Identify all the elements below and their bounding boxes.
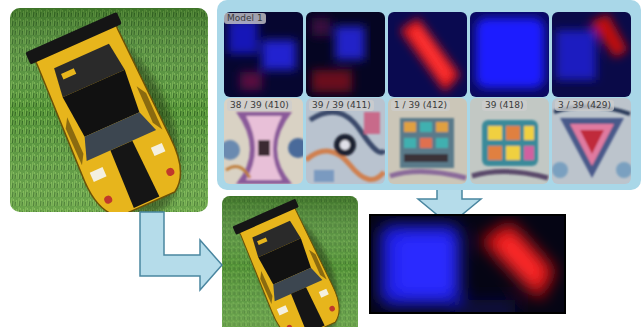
activation-blob — [480, 222, 555, 300]
model-label: Model 1 — [224, 13, 266, 24]
car-photo — [10, 8, 208, 212]
unit-label: 39 (418) — [482, 100, 527, 111]
feature-tile: 1 / 39 (412) — [388, 98, 467, 184]
activation-blob — [380, 225, 460, 305]
activation-blob — [395, 235, 455, 295]
unit-label: 38 / 39 (410) — [227, 100, 292, 111]
unit-label: 1 / 39 (412) — [391, 100, 450, 111]
activation-blob — [455, 300, 515, 312]
feature-tile: 38 / 39 (410) — [224, 98, 303, 184]
heatmap-frame — [370, 215, 565, 313]
combined-heatmap — [370, 215, 565, 320]
car-scene — [222, 196, 358, 327]
unit-label: 39 / 39 (411) — [309, 100, 374, 111]
unit-label: 3 / 39 (429) — [555, 100, 614, 111]
flow-arrow — [140, 212, 222, 290]
cropped-car-photo — [222, 196, 358, 327]
feature-tile: 39 (418) — [470, 98, 549, 184]
car-scene — [10, 8, 208, 212]
model-panel: Model 1 38 / 39 (410) 39 / 39 (411) 1 / 39 … — [217, 0, 641, 190]
feature-tile: 3 / 39 (429) — [552, 98, 631, 184]
feature-tile: 39 / 39 (411) — [306, 98, 385, 184]
activation-blob — [495, 232, 545, 288]
